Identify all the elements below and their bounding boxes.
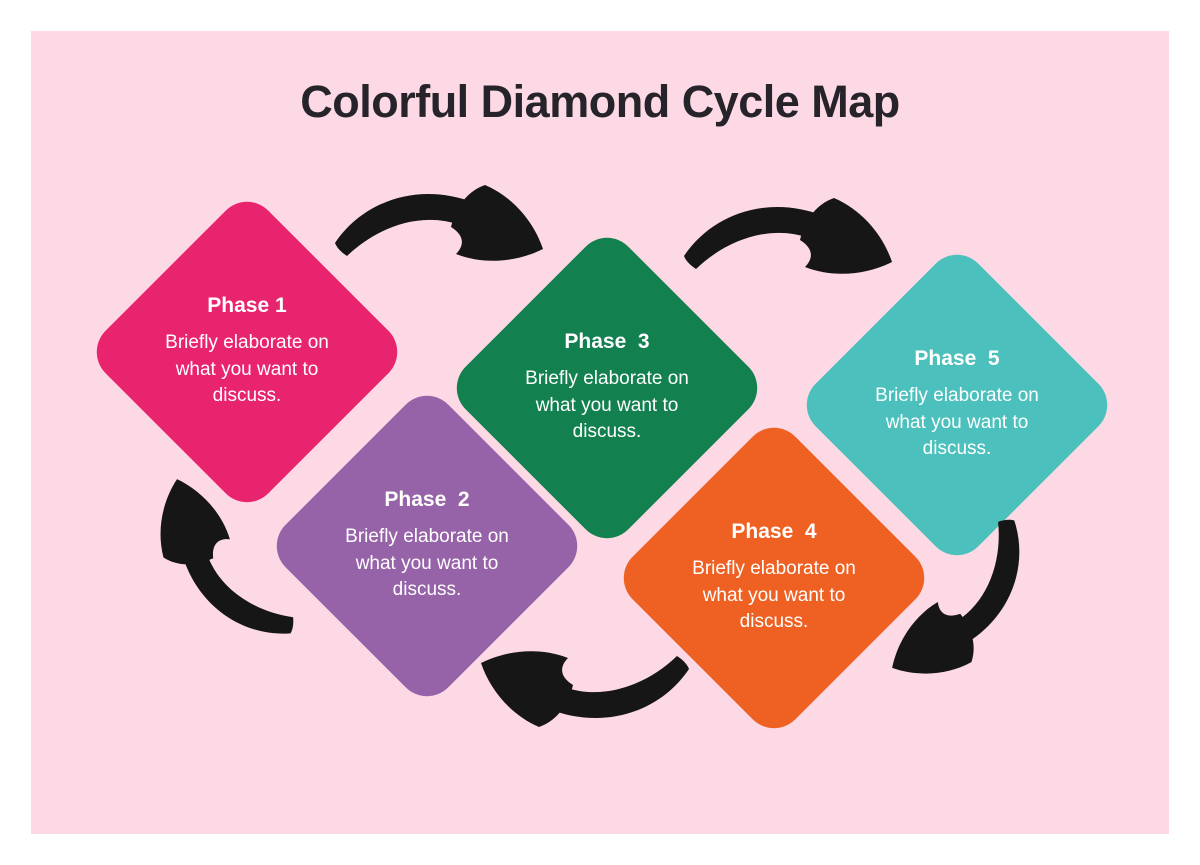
phase-5-text: Phase 5 Briefly elaborate on what you wa… [842,290,1072,520]
phase-4-description: Briefly elaborate on what you want to di… [692,558,856,633]
phase-2-description: Briefly elaborate on what you want to di… [345,526,509,601]
phase-5-description: Briefly elaborate on what you want to di… [875,385,1039,460]
phase-3-description: Briefly elaborate on what you want to di… [525,368,689,443]
phase-1-label: Phase 1 [207,294,287,318]
arrow-phase1-to-phase3-icon [333,183,545,271]
phase-2-label: Phase 2 [384,488,470,512]
phase-5-diamond: Phase 5 Briefly elaborate on what you wa… [794,242,1120,568]
phase-1-description: Briefly elaborate on what you want to di… [165,332,329,407]
arrow-phase3-to-phase5-icon [682,196,894,284]
phase-4-label: Phase 4 [731,520,817,544]
phase-3-label: Phase 3 [564,330,650,354]
phase-5-label: Phase 5 [914,347,1000,371]
arrow-phase4-to-phase2-icon [479,641,691,729]
page-title: Colorful Diamond Cycle Map [300,76,900,127]
